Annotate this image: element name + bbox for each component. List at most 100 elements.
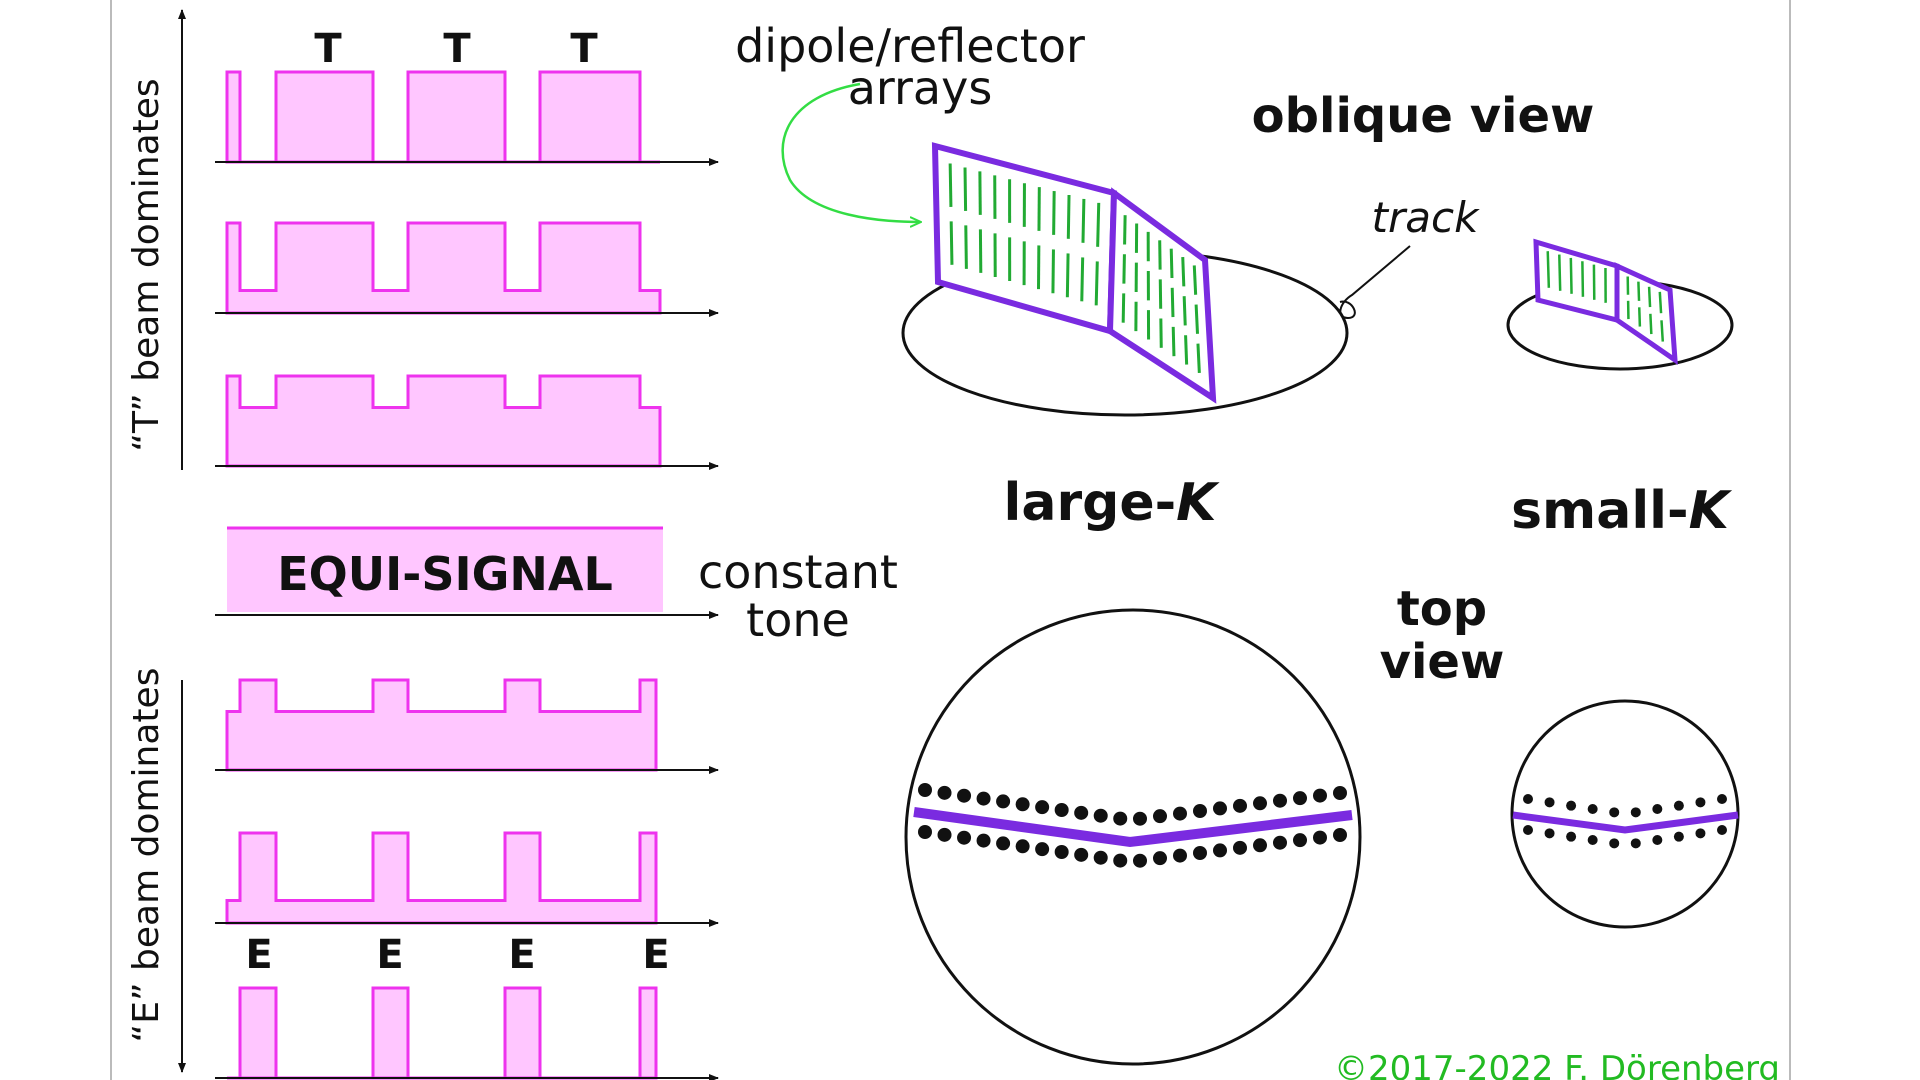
small-top-circle: [1510, 699, 1740, 929]
array-dot: [1253, 838, 1267, 853]
array-dot: [1054, 845, 1069, 859]
dipole: [1194, 304, 1199, 334]
array-dot: [1015, 839, 1030, 854]
waveform-e-medium: [215, 831, 719, 927]
array-dot: [1173, 848, 1187, 863]
dipole: [964, 225, 968, 269]
array-dot: [976, 791, 991, 806]
array-dot: [996, 794, 1011, 809]
array-dot: [1523, 825, 1533, 835]
array-dot: [1074, 847, 1089, 862]
small-top-array-line: [1512, 811, 1739, 834]
top-view-small: [1510, 699, 1740, 929]
array-dot: [1695, 828, 1706, 839]
array-dot: [1587, 804, 1598, 814]
dipole: [1171, 326, 1176, 357]
array-dot: [1544, 797, 1555, 808]
dipole: [1169, 248, 1174, 279]
waveform-e-strong: [215, 986, 719, 1080]
dipole: [1080, 257, 1085, 302]
equi-signal-box: [227, 528, 663, 612]
dipole: [1660, 320, 1665, 342]
dipole: [1196, 343, 1201, 374]
array-dot: [1717, 825, 1727, 835]
array-dot: [1213, 801, 1227, 816]
small-array-dipoles: [1546, 251, 1665, 342]
array-dot: [1673, 831, 1684, 842]
dipole: [1581, 261, 1585, 297]
top-view-line1: top: [1397, 581, 1487, 637]
dipole: [1647, 286, 1652, 308]
dipole: [1066, 194, 1071, 239]
dipole: [1637, 281, 1641, 301]
e-marker: E: [245, 932, 272, 978]
array-dot: [1193, 804, 1207, 818]
array-dot: [1293, 791, 1307, 806]
t-marker: T: [443, 26, 471, 72]
waveform-fill: [227, 986, 658, 1080]
large-top-circle: [904, 608, 1362, 1066]
constant-tone-line2: tone: [746, 593, 850, 647]
callout-line2: arrays: [848, 61, 993, 115]
track-leader-line: [1339, 245, 1411, 320]
array-dot: [1652, 804, 1663, 814]
waveform-t-strong: [215, 70, 719, 166]
array-dot: [1035, 800, 1050, 815]
waveform-stack: [215, 70, 719, 1080]
array-dot: [1587, 835, 1598, 845]
array-dot: [1609, 838, 1620, 849]
e-marker: E: [642, 932, 669, 978]
top-view-large: [904, 608, 1362, 1066]
dipole: [948, 163, 953, 207]
array-dot: [1673, 800, 1684, 811]
array-dot: [996, 836, 1011, 851]
array-dot: [1233, 798, 1247, 813]
dipole: [949, 221, 954, 265]
e-markers: E E E E: [245, 932, 669, 978]
small-k-symbol: K: [1689, 481, 1733, 541]
array-dot: [1054, 803, 1069, 817]
dipole: [1184, 335, 1189, 365]
array-dot: [957, 830, 972, 845]
waveform-fill: [225, 70, 660, 164]
waveform-fill: [225, 678, 658, 772]
t-axis-label: “T” beam dominates: [126, 78, 167, 451]
t-marker: T: [570, 26, 598, 72]
array-dot: [1173, 806, 1187, 821]
array-dot: [1133, 811, 1147, 826]
array-dot: [1113, 811, 1128, 826]
array-dot: [1074, 805, 1089, 820]
array-dot: [937, 785, 952, 800]
array-dot: [957, 788, 972, 803]
dipole: [1122, 254, 1126, 284]
array-dot: [1233, 840, 1247, 855]
small-right-array: [1614, 262, 1678, 366]
small-k-prefix: small-: [1511, 481, 1688, 541]
array-dot: [1113, 853, 1128, 868]
waveform-t-weak: [215, 374, 719, 470]
large-top-dots: [918, 783, 1347, 868]
dipole: [1649, 313, 1653, 335]
oblique-view-title: oblique view: [1252, 88, 1595, 144]
array-dot: [1333, 786, 1347, 800]
array-dot: [918, 825, 932, 839]
constant-tone-line1: constant: [698, 545, 898, 599]
array-dot: [1093, 808, 1108, 823]
track-label: track: [1372, 193, 1481, 242]
dipole: [1638, 307, 1642, 327]
dipole: [1065, 253, 1070, 298]
waveform-fill: [225, 831, 658, 925]
waveform-e-weak: [215, 678, 719, 774]
dipole: [963, 167, 968, 211]
array-dot: [918, 783, 932, 797]
array-dot: [976, 833, 991, 848]
large-k-prefix: large-: [1004, 473, 1177, 533]
array-dot: [1273, 793, 1287, 808]
small-top-dots: [1523, 794, 1727, 849]
callout-arrow: [781, 82, 920, 222]
dipole: [1121, 293, 1126, 323]
array-dot: [1193, 846, 1207, 860]
array-dot: [1566, 831, 1577, 842]
array-dot: [1153, 809, 1167, 824]
dipole: [1546, 251, 1551, 288]
